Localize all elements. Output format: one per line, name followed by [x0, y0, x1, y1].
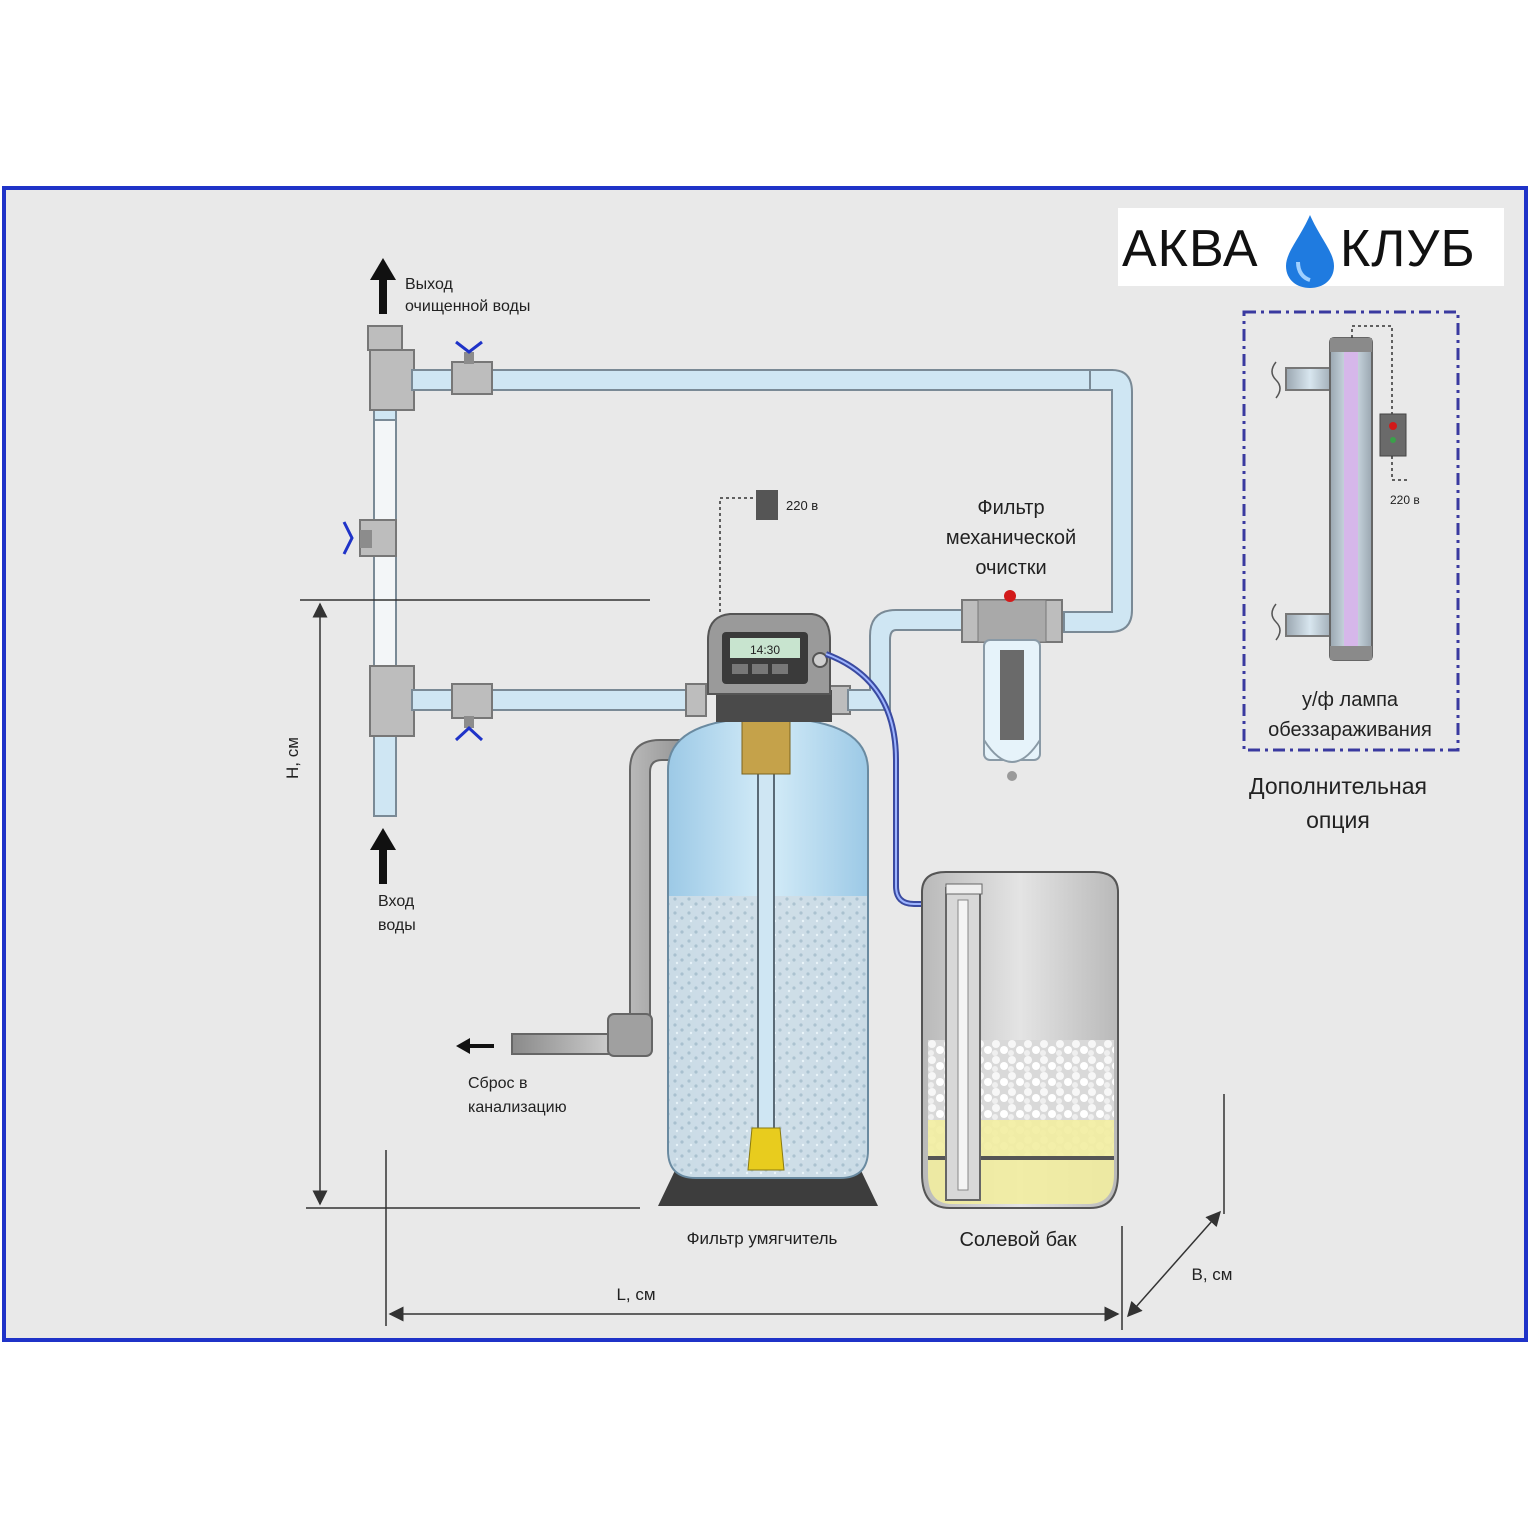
drain-label-2: канализацию [468, 1099, 567, 1116]
power-label-uv: 220 в [1390, 493, 1420, 507]
dimension-l [385, 1150, 1123, 1330]
dim-h-label: H, см [283, 737, 302, 779]
option-label-1: Дополнительная [1249, 773, 1427, 799]
outlet-valve-handle-icon [455, 340, 483, 354]
brine-tank [921, 871, 1119, 1209]
uv-option-box [1242, 310, 1460, 752]
mech-filter-label-3: очистки [975, 557, 1046, 579]
uv-label-1: у/ф лампа [1302, 689, 1399, 711]
controller-display: 14:30 [750, 643, 780, 657]
inlet-arrow-icon [370, 828, 396, 884]
outlet-pipe [411, 340, 1133, 633]
inlet-pipe [411, 683, 707, 742]
inlet-valve-handle-icon [454, 725, 484, 742]
outlet-arrow-icon [370, 258, 396, 314]
inlet-label-2: воды [378, 917, 416, 934]
inlet-label-1: Вход [378, 893, 415, 910]
dim-b-label: B, см [1192, 1265, 1233, 1284]
power-label-main: 220 в [786, 498, 818, 513]
softener-label: Фильтр умягчитель [687, 1229, 838, 1248]
main-riser-pipe [342, 325, 415, 817]
outlet-label-2: очищенной воды [405, 298, 530, 315]
brine-tank-label: Солевой бак [959, 1229, 1076, 1251]
logo: АКВА КЛУБ [1118, 208, 1504, 288]
mech-filter-label-1: Фильтр [977, 497, 1044, 519]
dimension-h [300, 599, 650, 1209]
dim-l-label: L, см [616, 1285, 655, 1304]
bypass-valve-handle-icon [342, 521, 354, 555]
dimension-b [1127, 1094, 1225, 1318]
mechanical-filter [961, 590, 1063, 781]
logo-text-right: КЛУБ [1340, 220, 1476, 278]
power-outlet-icon [756, 490, 778, 520]
logo-text-left: АКВА [1122, 220, 1259, 278]
control-valve: 14:30 [707, 613, 832, 722]
pressure-release-icon [1004, 590, 1016, 602]
uv-label-2: обеззараживания [1268, 719, 1432, 741]
softener-tank [511, 716, 878, 1206]
drain-arrow-icon [456, 1038, 470, 1054]
outlet-label-1: Выход [405, 276, 454, 293]
mech-filter-label-2: механической [946, 527, 1076, 549]
option-label-2: опция [1306, 807, 1370, 833]
drain-label-1: Сброс в [468, 1075, 527, 1092]
